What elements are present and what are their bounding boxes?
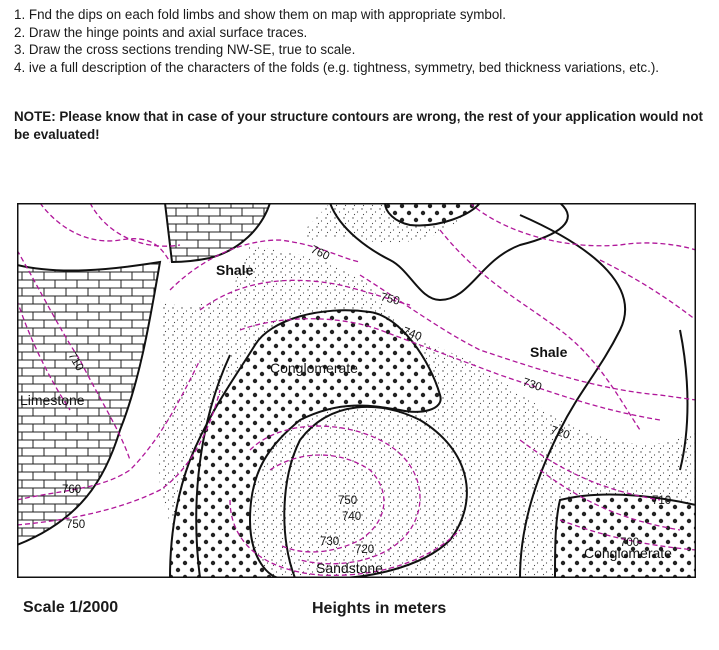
label-shale-top: Shale	[216, 262, 254, 278]
contact-lines	[195, 203, 689, 578]
structure-contours	[17, 203, 696, 576]
conglomerate-top	[383, 203, 482, 227]
contour-label-700-br: 700	[620, 537, 639, 549]
conglomerate-center	[168, 309, 442, 578]
limestone-unit	[17, 260, 162, 547]
label-conglomerate-right: Conglomerate	[584, 545, 672, 561]
instruction-3: 3. Draw the cross sections trending NW-S…	[14, 42, 356, 57]
contour-label-740-center: 740	[342, 511, 361, 523]
contour-label-750-top: 750	[379, 291, 401, 308]
contour-label-750-center: 750	[338, 495, 357, 507]
label-conglomerate-center: Conglomerate	[270, 360, 358, 376]
note: NOTE: Please know that in case of your s…	[14, 109, 703, 142]
instructions: 1. Fnd the dips on each fold limbs and s…	[14, 6, 710, 76]
label-limestone: Limestone	[20, 392, 85, 408]
contour-label-760-left: 760	[62, 484, 81, 496]
heights-label: Heights in meters	[312, 600, 447, 617]
instruction-4: 4. ive a full description of the charact…	[14, 59, 660, 75]
contour-label-710-br: 710	[652, 495, 671, 507]
instruction-2: 2. Draw the hinge points and axial surfa…	[14, 24, 308, 40]
label-sandstone: Sandstone	[316, 560, 383, 576]
instruction-1: 1. Fnd the dips on each fold limbs and s…	[14, 7, 507, 22]
contour-label-750-left: 750	[66, 519, 85, 531]
contour-label-730: 730	[521, 376, 543, 393]
scale-label: Scale 1/2000	[23, 599, 119, 616]
limestone-top	[163, 203, 272, 264]
contour-label-720: 720	[549, 424, 571, 441]
contour-label-730-bottom: 730	[320, 536, 339, 548]
label-shale-right: Shale	[530, 344, 568, 360]
contour-label-720-bottom: 720	[355, 544, 374, 556]
